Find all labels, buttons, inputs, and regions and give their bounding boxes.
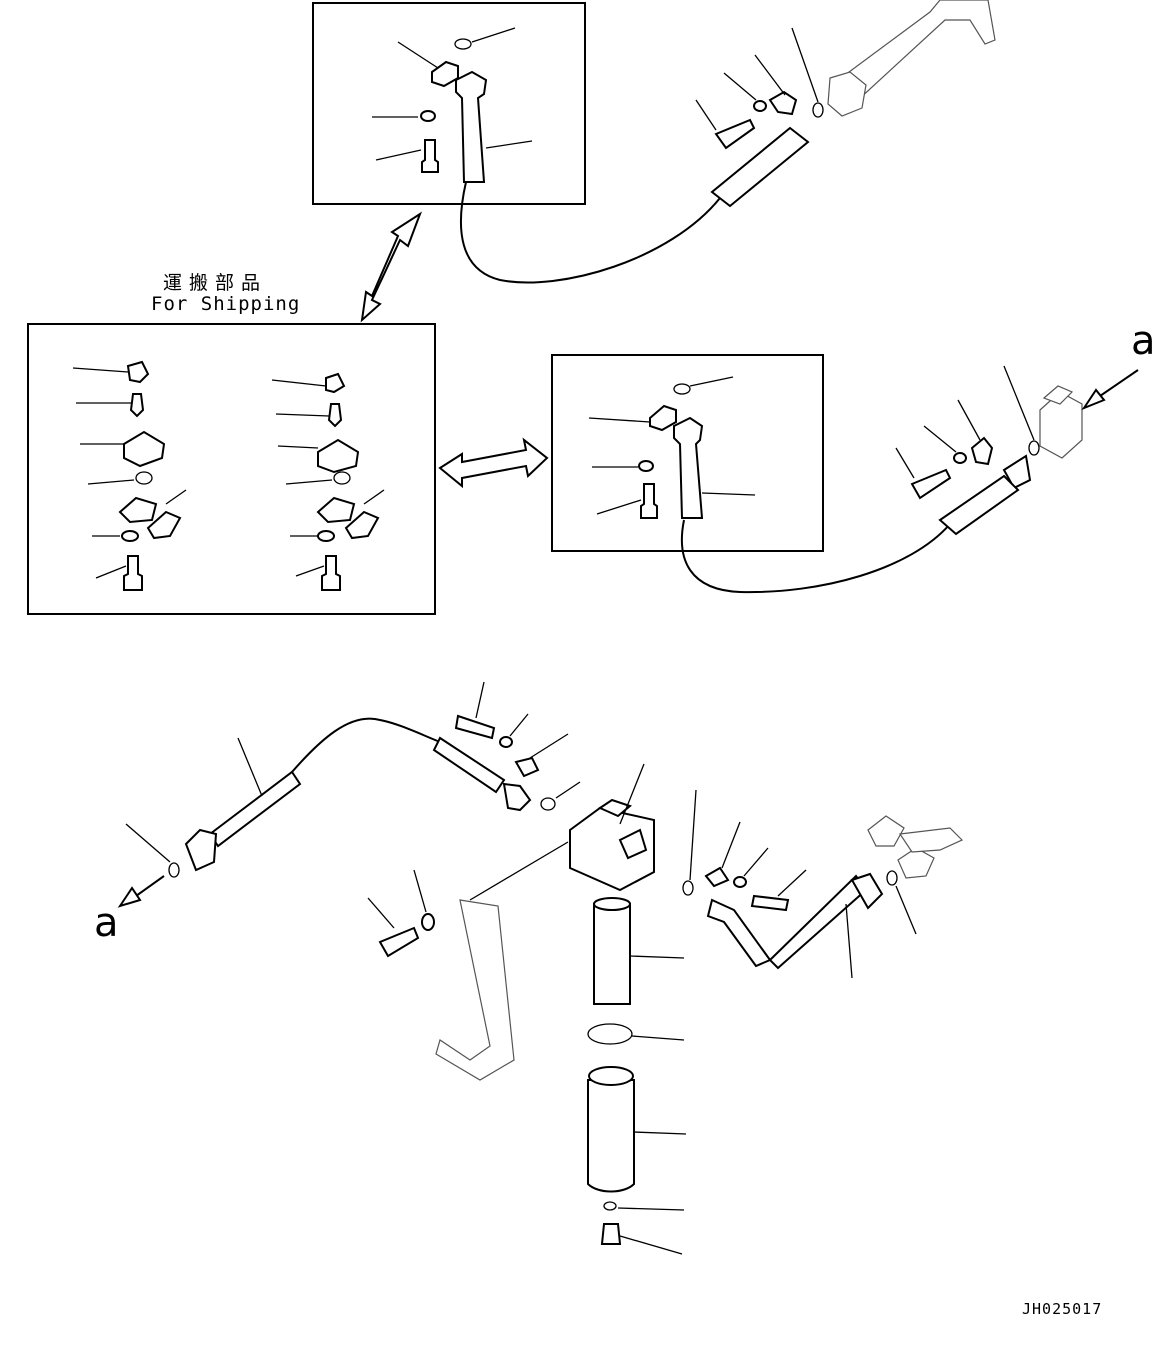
bracket-part bbox=[435, 899, 515, 1081]
view-marker-right: a bbox=[1131, 318, 1156, 364]
view-arrow-top-right bbox=[1081, 369, 1139, 411]
hose-part bbox=[710, 126, 810, 208]
split-flange-part bbox=[768, 90, 798, 116]
long-hose-line bbox=[291, 717, 441, 773]
o-ring-part bbox=[812, 102, 824, 118]
hose-end-part bbox=[455, 70, 488, 183]
shipping-label-japanese: 運搬部品 bbox=[163, 272, 268, 294]
filter-case-part bbox=[587, 1079, 635, 1193]
flange-block-part bbox=[827, 71, 867, 117]
bolt-part bbox=[421, 139, 439, 173]
detail-box-middle bbox=[551, 354, 951, 594]
bolt-part bbox=[714, 118, 756, 150]
tube-part bbox=[844, 0, 996, 101]
shipping-box bbox=[27, 323, 436, 615]
o-ring-part bbox=[454, 38, 472, 50]
split-flange-part bbox=[431, 60, 459, 88]
o-ring-part bbox=[587, 1023, 633, 1045]
washer-part bbox=[420, 110, 436, 122]
view-marker-left: a bbox=[94, 900, 119, 946]
drawing-code: JH025017 bbox=[1022, 1300, 1103, 1318]
main-assembly bbox=[117, 681, 964, 1255]
shipping-label-english: For Shipping bbox=[151, 293, 301, 315]
detail-box-top bbox=[312, 2, 721, 284]
hose-assembly-top-right bbox=[695, 0, 996, 208]
double-arrow-middle bbox=[438, 437, 549, 489]
hose-assembly-middle-right bbox=[895, 365, 1083, 536]
washer-part bbox=[753, 100, 767, 112]
hose-line bbox=[460, 181, 721, 284]
filter-element-part bbox=[593, 903, 631, 1005]
double-arrow-top bbox=[360, 211, 422, 323]
